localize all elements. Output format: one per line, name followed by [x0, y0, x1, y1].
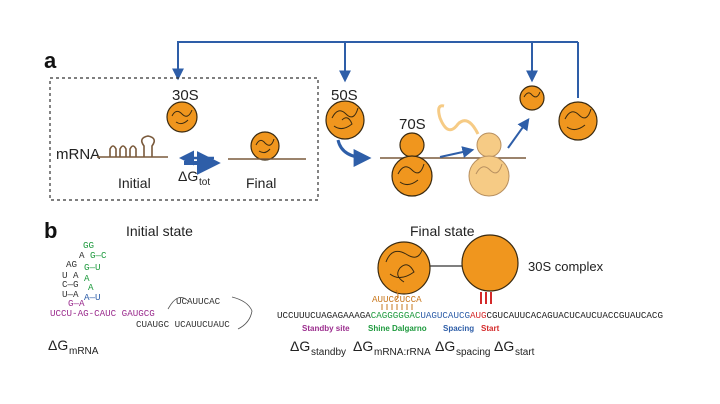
- hp-row5l: U—A: [62, 289, 79, 300]
- hp-row3r: A: [84, 273, 90, 284]
- hp-row2l: AG: [66, 259, 77, 270]
- region-shine-dalgarno: Shine Dalgarno: [368, 324, 427, 333]
- released-50s: [558, 101, 598, 141]
- seq-start: AUG: [470, 310, 487, 321]
- hp-row6l: G—A: [68, 298, 85, 309]
- hp-row4r: A: [88, 282, 94, 293]
- ribosome-30s-free: [166, 101, 198, 133]
- hp-row1r: G—C: [90, 250, 107, 261]
- ribosome-30s-complex: [377, 234, 519, 295]
- label-mrna: mRNA: [56, 146, 100, 163]
- mrna-sequence: UCCUUUCUAGAGAAAGACAGGGGGACUAGUCAUCGAUGCG…: [277, 310, 663, 321]
- final-state-title: Final state: [410, 223, 475, 239]
- ribosome-70s: [391, 132, 433, 197]
- ribosome-50s: [325, 100, 365, 140]
- dg-mrna-rrna-subscript: mRNA:rRNA: [374, 347, 431, 358]
- arrow-translation: [439, 146, 475, 158]
- ribosome-30s-bound: [250, 131, 280, 161]
- initial-state-title: Initial state: [126, 223, 193, 239]
- seq-standby: UCCUUUCUAGAGAAAGA: [277, 310, 371, 321]
- label-initial: Initial: [118, 175, 151, 191]
- rrna-sequence: AUUCCUCCA: [372, 294, 422, 305]
- seq-rest: CGUCAUUCACAGUACUCAUCUACCGUAUCACG: [487, 310, 663, 321]
- hp-strand: UCCU-AG-CAUC GAUGCG: [50, 308, 155, 319]
- label-30s: 30S: [172, 87, 199, 104]
- dg-mrna-symbol: ΔG: [48, 337, 68, 353]
- start-codon-ticks: [480, 292, 492, 304]
- label-30s-complex: 30S complex: [528, 259, 604, 274]
- dg-spacing-symbol: ΔG: [435, 338, 455, 354]
- initial-final-box: [49, 77, 319, 201]
- hp-row1l: A: [79, 250, 85, 261]
- region-start: Start: [481, 324, 500, 333]
- label-50s: 50S: [331, 87, 358, 104]
- dg-mrna-subscript: mRNA: [69, 346, 99, 357]
- panel-b-label: b: [44, 218, 57, 243]
- panel-a-label: a: [44, 48, 57, 73]
- dg-mrna-rrna-symbol: ΔG: [353, 338, 373, 354]
- feedback-arrows: [172, 41, 579, 98]
- dg-start-subscript: start: [515, 347, 535, 358]
- seq-shine-dalgarno: CAGGGGGAC: [371, 310, 421, 321]
- dg-standby-symbol: ΔG: [290, 338, 310, 354]
- mrna-initial: [97, 135, 168, 158]
- hp-row4l: C—G: [62, 279, 79, 290]
- released-30s: [519, 85, 545, 111]
- rrna-tail: [395, 289, 399, 301]
- dg-tot-subscript: tot: [199, 177, 210, 188]
- arrow-release: [507, 118, 530, 149]
- label-70s: 70S: [399, 116, 426, 133]
- dg-terms: ΔG standby ΔG mRNA:rRNA ΔG spacing ΔG st…: [290, 338, 535, 358]
- hp-row3l: U A: [62, 270, 79, 281]
- arrow-50s-join: [336, 139, 372, 167]
- hp-loop2-bottom: CUAUGC UCAUUCUAUC: [136, 319, 230, 330]
- hp-row2r: G—U: [84, 262, 101, 273]
- seq-spacing: UAGUCAUCG: [420, 310, 470, 321]
- equilibrium-arrows: [179, 150, 221, 175]
- hp-row5r: A—U: [84, 292, 101, 303]
- dg-tot-symbol: ΔG: [178, 168, 198, 184]
- region-spacing: Spacing: [443, 324, 474, 333]
- dg-standby-subscript: standby: [311, 347, 346, 358]
- region-standby: Standby site: [302, 324, 350, 333]
- hp-loop: GG: [83, 240, 94, 251]
- base-pairing-ticks: [381, 304, 413, 310]
- dg-spacing-subscript: spacing: [456, 347, 490, 358]
- ribosome-translating: [437, 104, 510, 197]
- mrna-secondary-structure: GG A G—C AG G—U U A A C—G A U—A G—A A—U …: [50, 240, 253, 330]
- label-final: Final: [246, 175, 276, 191]
- hp-loop2-top: UCAUUCAC: [176, 296, 221, 307]
- dg-start-symbol: ΔG: [494, 338, 514, 354]
